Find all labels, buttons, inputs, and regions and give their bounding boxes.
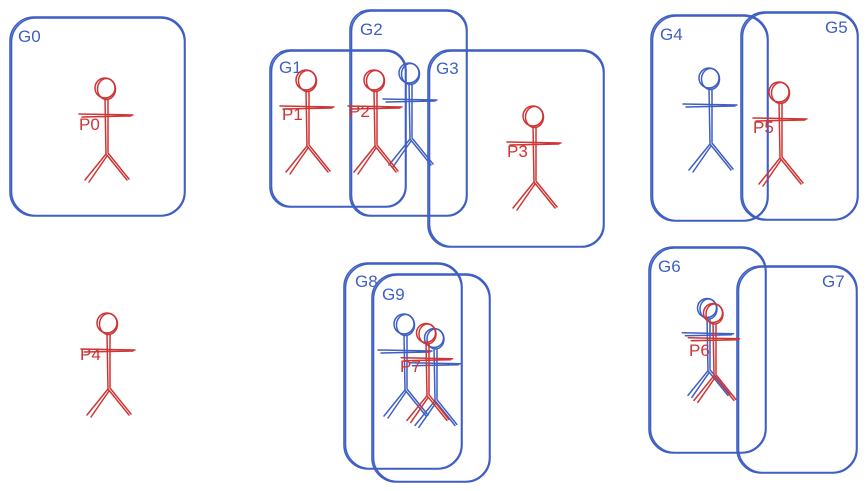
person-p5-body: [752, 101, 808, 187]
person-label: P4: [80, 345, 101, 364]
person-p2: P2: [347, 69, 403, 175]
person-label: P0: [79, 115, 100, 134]
group-box-stroke: [741, 12, 859, 221]
blue-stick-figure-3-head-stroke: [395, 313, 416, 337]
person-p3-head-stroke: [524, 105, 545, 129]
person-p0-body: [78, 97, 134, 183]
group-box: [740, 11, 859, 221]
blue-stick-figure-4: [408, 327, 462, 429]
person-p6-body: [687, 321, 741, 404]
group-box-stroke: [344, 263, 463, 470]
person-p3: P3: [506, 105, 562, 211]
person-label: P3: [507, 142, 528, 161]
person-label: P2: [349, 102, 370, 121]
person-p1: P1: [279, 69, 335, 175]
blue-stick-figure-2-head-stroke: [699, 298, 718, 320]
blue-stick-figure-0-head-stroke: [400, 62, 421, 86]
group-label: G3: [436, 59, 459, 78]
group-box: [736, 265, 858, 474]
person-p1-head-stroke: [297, 69, 318, 93]
person-p6-head-stroke: [705, 303, 724, 325]
group-g5: G5: [740, 11, 859, 221]
blue-stick-figure-4-body: [408, 346, 462, 429]
group-label: G7: [822, 272, 845, 291]
person-p6: P6: [687, 302, 741, 404]
group-g6: G6: [648, 246, 767, 454]
blue-stick-figure-1-body: [682, 87, 738, 173]
person-p7: P7: [400, 322, 454, 424]
person-p2-head-stroke: [365, 69, 386, 93]
group-label: G5: [825, 18, 848, 37]
group-box-stroke: [737, 266, 858, 474]
group-g7: G7: [736, 265, 858, 474]
group-box-stroke: [649, 247, 767, 454]
group-label: G4: [660, 25, 683, 44]
group-box-stroke: [10, 17, 186, 217]
group-label: G1: [279, 58, 302, 77]
person-p4-body: [80, 332, 136, 418]
person-p4: P4: [80, 312, 136, 418]
blue-stick-figure-0: [382, 62, 438, 168]
person-p5: P5: [752, 81, 808, 187]
group-g1: G1: [269, 49, 407, 208]
blue-stick-figure-2: [681, 297, 735, 399]
group-label: G9: [382, 285, 405, 304]
person-p7-head-stroke: [418, 323, 437, 345]
person-label: P7: [400, 357, 421, 376]
blue-stick-figure-3-body: [377, 333, 433, 419]
group-g2: G2: [349, 9, 468, 217]
person-p0-head-stroke: [96, 77, 117, 101]
person-p5-head-stroke: [770, 81, 791, 105]
group-box-stroke: [270, 50, 407, 208]
person-p0: P0: [78, 77, 134, 183]
group-g0: G0: [9, 16, 186, 217]
group-g3: G3: [427, 49, 605, 248]
group-box-stroke: [372, 274, 491, 483]
group-g8: G8: [343, 262, 463, 470]
group-label: G6: [658, 257, 681, 276]
person-p1-body: [279, 89, 335, 175]
person-p3-body: [506, 125, 562, 211]
person-label: P5: [753, 118, 774, 137]
person-p7-body: [400, 341, 454, 424]
blue-stick-figure-3: [377, 313, 433, 419]
person-label: P1: [282, 105, 303, 124]
group-label: G2: [360, 20, 383, 39]
group-label: G0: [18, 27, 41, 46]
group-g9: G9: [371, 273, 491, 483]
group-box: [371, 273, 491, 483]
blue-stick-figure-0-body: [382, 82, 438, 168]
group-label: G8: [355, 272, 378, 291]
blue-stick-figure-2-body: [681, 316, 735, 399]
person-p4-head-stroke: [98, 312, 119, 336]
person-label: P6: [689, 341, 710, 360]
blue-stick-figure-1-head-stroke: [700, 67, 721, 91]
person-p2-body: [347, 89, 403, 175]
group-box-stroke: [428, 50, 605, 248]
group-box-stroke: [350, 10, 468, 217]
blue-stick-figure-1: [682, 67, 738, 173]
